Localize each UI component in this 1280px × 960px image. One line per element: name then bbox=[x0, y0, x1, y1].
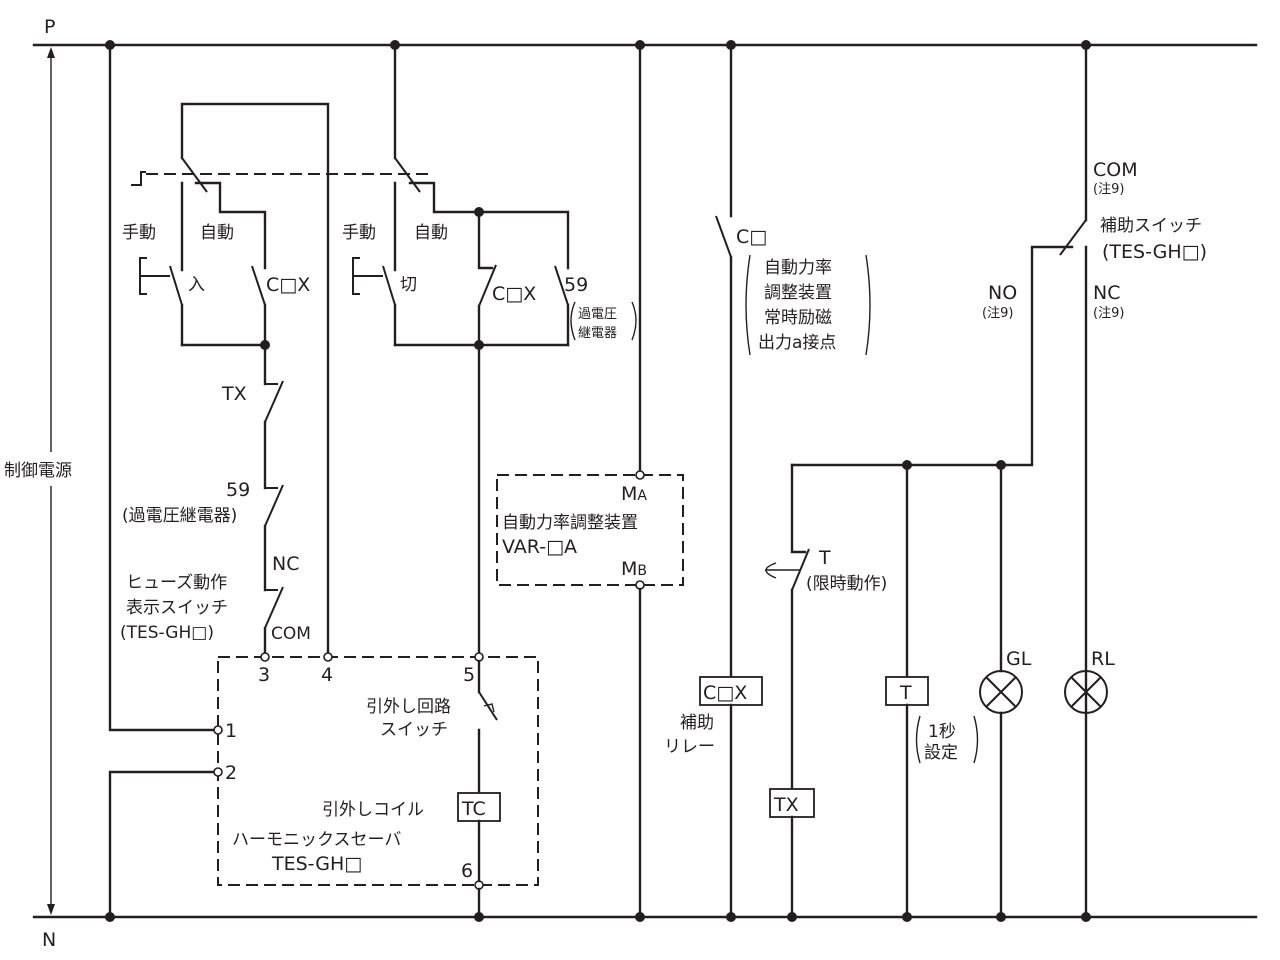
sw1-auto-label: 自動 bbox=[200, 223, 234, 243]
terminal-2 bbox=[213, 767, 223, 777]
supply-arrow-icon bbox=[47, 47, 55, 915]
trip-switch-line1: 引外し回路 bbox=[366, 697, 451, 717]
terminal-2-label: 2 bbox=[225, 762, 237, 784]
timer-branch: T 1秒 設定 bbox=[885, 463, 979, 922]
capacitor-note-line1: 自動力率 bbox=[764, 258, 832, 278]
timer-contact-label: T bbox=[818, 547, 831, 569]
fuse-switch-line1: ヒューズ動作 bbox=[126, 573, 227, 593]
green-lamp-label: GL bbox=[1006, 648, 1032, 670]
paren-right bbox=[973, 715, 979, 764]
terminal-1-label: 1 bbox=[225, 720, 237, 742]
fuse-switch-line2: 表示スイッチ bbox=[126, 598, 228, 618]
paren-left bbox=[915, 715, 921, 764]
saver-name-line2: TES-GH□ bbox=[271, 853, 362, 875]
timer-contact-note: (限時動作) bbox=[806, 574, 887, 594]
p-label: P bbox=[44, 16, 55, 38]
paren-right bbox=[631, 301, 637, 341]
sw1-manual-contact-label: 入 bbox=[188, 275, 205, 295]
red-lamp-branch: RL bbox=[1064, 648, 1115, 714]
fuse-com-label: COM bbox=[271, 624, 311, 644]
timer-coil-box bbox=[885, 676, 929, 706]
manual-auto-switch-2: 手動 自動 切 C□X 59 過電圧 継電器 bbox=[342, 40, 637, 658]
aux-relay-coil: C□X bbox=[703, 682, 747, 704]
aux-no-note: (注9) bbox=[982, 306, 1013, 321]
green-lamp-icon bbox=[979, 670, 1023, 714]
tx-contact-label: TX bbox=[221, 383, 247, 405]
manual-auto-switch-1: 手動 自動 入 C□X bbox=[122, 102, 432, 658]
trip-switch-line2: スイッチ bbox=[380, 720, 448, 740]
saver-name-line1: ハーモニックスセーバ bbox=[232, 830, 401, 850]
terminal-4 bbox=[323, 652, 333, 662]
terminal-5-label: 5 bbox=[463, 664, 475, 686]
aux-com-note: (注9) bbox=[1093, 182, 1124, 197]
capacitor-note-line2: 調整装置 bbox=[764, 283, 832, 303]
var-model: VAR-□A bbox=[502, 536, 577, 558]
aux-switch-branch: COM (注9) 補助スイッチ (TES-GH□) NO (注9) NC (注9… bbox=[790, 40, 1207, 922]
aux-relay-label-line1: 補助 bbox=[680, 713, 714, 733]
aux-switch-name: 補助スイッチ bbox=[1100, 216, 1202, 236]
timer-coil: T bbox=[899, 682, 912, 704]
tx-relay-coil: TX bbox=[773, 794, 799, 816]
sw2-auto-label: 自動 bbox=[414, 223, 448, 243]
sw2-manual-label: 手動 bbox=[342, 223, 376, 243]
trip-coil-label: TC bbox=[461, 798, 486, 820]
green-lamp-branch: GL bbox=[979, 463, 1032, 922]
terminal-6-label: 6 bbox=[461, 860, 473, 882]
var-name: 自動力率調整装置 bbox=[502, 513, 638, 533]
terminal-3 bbox=[260, 652, 270, 662]
paren-left bbox=[745, 254, 751, 356]
sw2-ovr-name-line2: 継電器 bbox=[578, 326, 617, 341]
ovr-contact-name: (過電圧継電器) bbox=[122, 506, 237, 526]
sw2-ovr-name-line1: 過電圧 bbox=[578, 307, 617, 322]
var-terminal-mb: MB bbox=[621, 558, 647, 580]
aux-relay-coil-box bbox=[699, 676, 763, 706]
sw2-ovr-number: 59 bbox=[564, 274, 588, 296]
red-lamp-icon bbox=[1064, 670, 1108, 714]
tx-relay-coil-box bbox=[769, 788, 815, 818]
fuse-nc-label: NC bbox=[272, 553, 299, 575]
aux-no-label: NO bbox=[988, 282, 1017, 304]
aux-relay-branch: C□X C□ 自動力率 調整装置 常時励磁 出力a接点 補助 リレー bbox=[664, 40, 871, 922]
sw1-auto-contact-label: C□X bbox=[266, 274, 310, 296]
aux-relay-label-line2: リレー bbox=[664, 737, 715, 757]
red-lamp-label: RL bbox=[1091, 648, 1115, 670]
terminal-1 bbox=[213, 725, 223, 735]
terminal-4-label: 4 bbox=[321, 664, 333, 686]
harmonic-saver-unit: 1 2 3 4 5 6 TC 引外し回路 スイッチ 引外しコイル ハーモニックス… bbox=[213, 652, 539, 922]
trip-coil-name: 引外しコイル bbox=[322, 800, 424, 820]
terminal-3-label: 3 bbox=[258, 664, 270, 686]
timer-note-line1: 1秒 bbox=[928, 722, 956, 742]
capacitor-note-line3: 常時励磁 bbox=[764, 308, 832, 328]
sw2-auto-contact-label: C□X bbox=[492, 283, 536, 305]
paren-left bbox=[570, 301, 576, 341]
sw1-manual-label: 手動 bbox=[122, 223, 156, 243]
ovr-contact-number: 59 bbox=[226, 479, 250, 501]
aux-com-label: COM bbox=[1093, 159, 1138, 181]
capacitor-note-line4: 出力a接点 bbox=[758, 333, 836, 353]
saver-supply-wiring bbox=[105, 40, 218, 922]
timer-note-line2: 設定 bbox=[924, 743, 958, 763]
var-terminal-ma: MA bbox=[621, 483, 647, 505]
sw2-manual-contact-label: 切 bbox=[400, 275, 417, 295]
aux-nc-note: (注9) bbox=[1093, 306, 1124, 321]
aux-switch-model: (TES-GH□) bbox=[1102, 241, 1207, 263]
n-label: N bbox=[42, 929, 56, 951]
supply-label: 制御電源 bbox=[4, 461, 72, 481]
capacitor-contact-label: C□ bbox=[736, 226, 767, 248]
paren-right bbox=[865, 254, 871, 356]
aux-nc-label: NC bbox=[1093, 282, 1120, 304]
series-trip-contacts: TX 59 (過電圧継電器) NC ヒューズ動作 表示スイッチ (TES-GH□… bbox=[120, 343, 311, 658]
var-controller: MA 自動力率調整装置 VAR-□A MB bbox=[496, 40, 684, 922]
fuse-switch-line3: (TES-GH□) bbox=[120, 623, 214, 643]
tx-relay-branch: TX T (限時動作) bbox=[765, 463, 887, 922]
